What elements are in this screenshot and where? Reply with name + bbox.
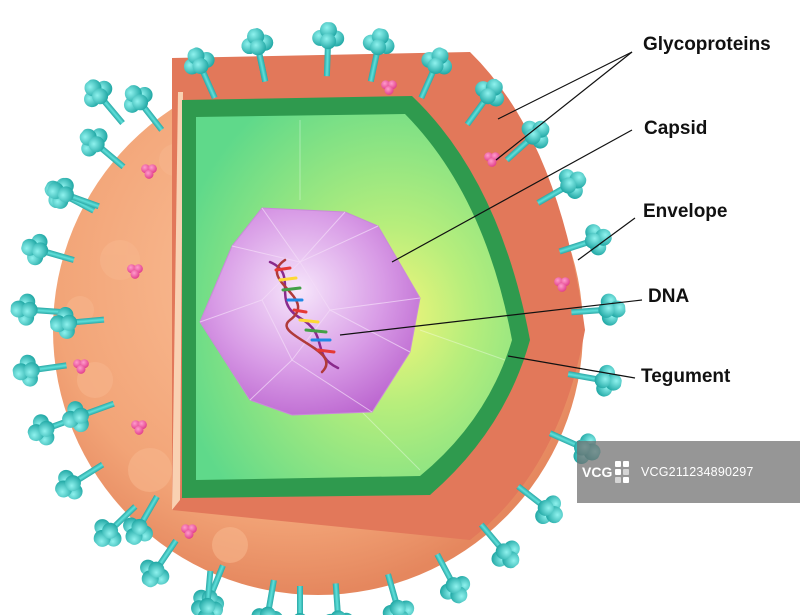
watermark-id: VCG211234890297 <box>641 465 754 479</box>
icosahedron-capsid <box>199 207 421 416</box>
leader-lines <box>339 51 643 379</box>
label-envelope: Envelope <box>643 201 728 222</box>
label-capsid: Capsid <box>644 118 708 139</box>
vcg-logo-text: VCG <box>582 464 612 480</box>
label-dna: DNA <box>648 286 690 307</box>
envelope-inner-band <box>172 92 183 510</box>
tegument-facets <box>299 120 506 471</box>
dna-helix-icon <box>268 258 340 374</box>
watermark: VCG VCG211234890297 <box>577 441 800 503</box>
vcg-logo-icon: VCG <box>582 461 629 483</box>
label-tegument: Tegument <box>641 366 731 387</box>
label-glycoproteins: Glycoproteins <box>643 34 771 55</box>
